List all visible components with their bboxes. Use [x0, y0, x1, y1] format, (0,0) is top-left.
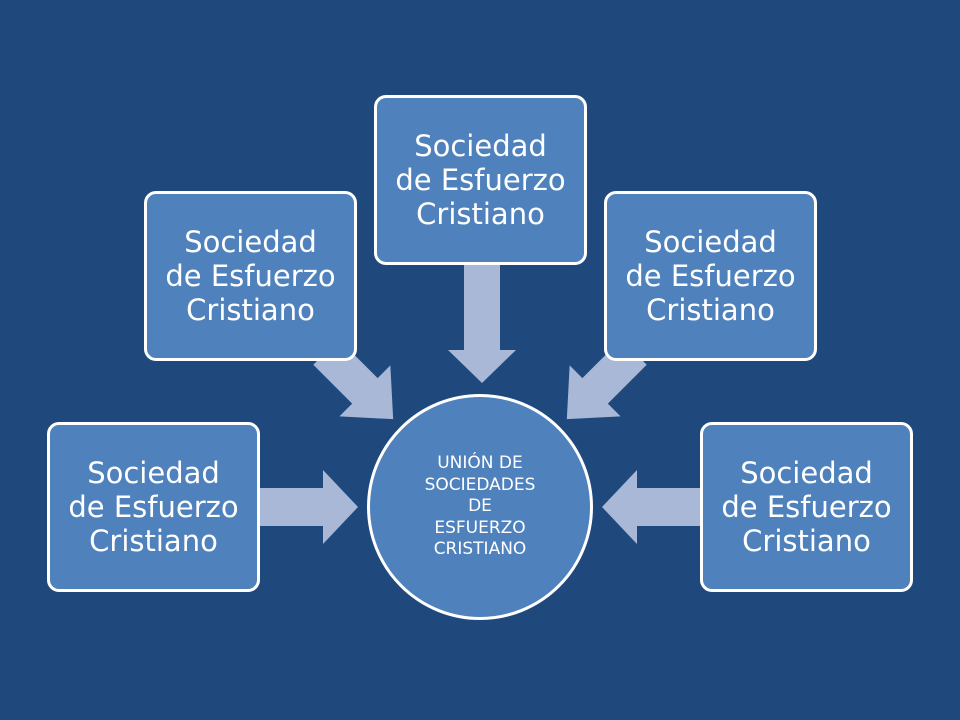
society-box-line: Sociedad [184, 224, 317, 259]
arrow-left-low [258, 470, 358, 544]
society-box-line: Cristiano [646, 293, 775, 328]
hub-line: DE [468, 496, 492, 517]
society-box-line: Sociedad [87, 455, 220, 490]
society-box-line: Sociedad [414, 128, 547, 163]
society-box-line: de Esfuerzo [165, 258, 336, 293]
society-box-line: Cristiano [89, 524, 218, 559]
hub-line: SOCIEDADES [424, 474, 536, 495]
society-box-line: Sociedad [644, 224, 777, 259]
arrow-right-low [602, 470, 702, 544]
society-box-line: de Esfuerzo [68, 489, 239, 524]
hub-line: CRISTIANO [433, 539, 527, 560]
society-box-line: Cristiano [742, 524, 871, 559]
hub-line: ESFUERZO [434, 517, 526, 538]
society-box-line: de Esfuerzo [721, 489, 892, 524]
society-box-line: Cristiano [186, 293, 315, 328]
society-box-line: de Esfuerzo [625, 258, 796, 293]
society-box-left-high: Sociedad de Esfuerzo Cristiano [144, 191, 357, 361]
arrow-top [448, 263, 516, 383]
society-box-right-high: Sociedad de Esfuerzo Cristiano [604, 191, 817, 361]
society-box-line: Cristiano [416, 197, 545, 232]
society-box-top: Sociedad de Esfuerzo Cristiano [374, 95, 587, 265]
society-box-line: Sociedad [740, 455, 873, 490]
hub-line: UNIÓN DE [437, 453, 523, 474]
society-box-left-low: Sociedad de Esfuerzo Cristiano [47, 422, 260, 592]
society-box-line: de Esfuerzo [395, 162, 566, 197]
society-box-right-low: Sociedad de Esfuerzo Cristiano [700, 422, 913, 592]
union-hub-circle: UNIÓN DE SOCIEDADES DE ESFUERZO CRISTIAN… [367, 394, 593, 620]
